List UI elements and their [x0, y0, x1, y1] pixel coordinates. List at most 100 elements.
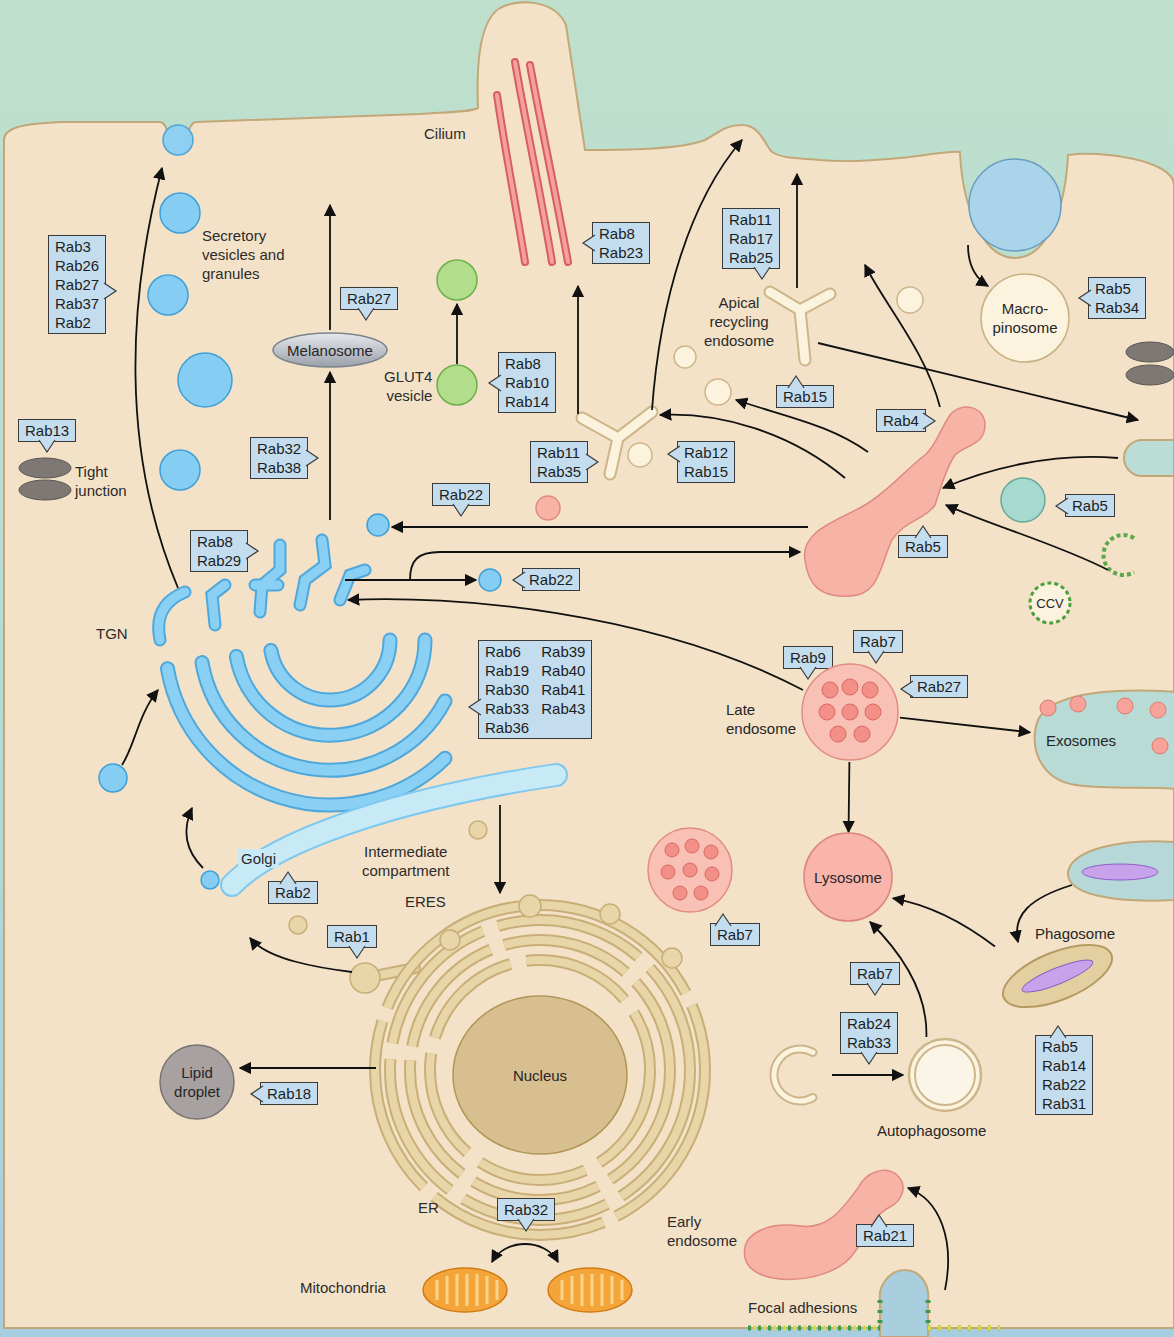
callout-pointer [667, 446, 680, 462]
intraluminal-vesicle [683, 863, 697, 877]
coated-pit [1103, 535, 1134, 575]
pointer-fill [280, 872, 296, 884]
pointer-outline [583, 235, 595, 251]
junction [1126, 365, 1174, 385]
pathway-connector [848, 762, 851, 832]
rab-callout: Rab22 [522, 568, 580, 591]
callout-pointer [280, 871, 296, 884]
callout-pointer [715, 913, 731, 926]
rab-name-list: Rab15 [783, 387, 827, 406]
pointer-fill [469, 699, 481, 715]
pointer-fill [868, 651, 884, 663]
nucleus-shape [453, 996, 627, 1154]
rab-callout: Rab8 Rab23 [592, 222, 650, 264]
pointer-outline [586, 454, 598, 470]
cisterna [168, 640, 446, 805]
endoplasmic-reticulum [365, 905, 705, 1235]
organelle-node: Exosomes [1030, 688, 1174, 793]
rab-callout: Rab18 [260, 1082, 318, 1105]
pointer-outline [306, 450, 318, 466]
rab-name-list: Rab6 Rab19 Rab30 Rab33 Rab36 [485, 642, 529, 737]
pointer-outline [788, 376, 804, 388]
pointer-outline [518, 1219, 534, 1231]
intraluminal-vesicle [673, 886, 687, 900]
junction [1126, 342, 1174, 362]
organelle-node: Autophagosome [907, 1037, 983, 1113]
intraluminal-vesicle [704, 845, 718, 859]
multivesicular-body [648, 828, 732, 912]
organelle-outline [995, 945, 1120, 1007]
rab-callout: Rab13 [18, 419, 76, 442]
intraluminal-vesicle [822, 682, 838, 698]
organelle-label: Mitochondria [300, 1278, 386, 1297]
pointer-outline [469, 699, 481, 715]
axoneme [530, 65, 568, 262]
small-vesicle [628, 443, 652, 467]
rab-name-list: Rab32 Rab38 [257, 439, 301, 477]
pointer-outline [251, 1086, 263, 1102]
rab-name-list: Rab8 Rab29 [197, 532, 241, 570]
rab-callout: Rab8 Rab10 Rab14 [498, 352, 556, 413]
pointer-fill [358, 308, 374, 320]
arrow [186, 808, 203, 868]
callout-pointer [923, 413, 936, 429]
pointer-fill [583, 235, 595, 251]
arrow [499, 805, 501, 893]
arrow [122, 690, 158, 765]
organelle-node: Lipid droplet [159, 1044, 235, 1120]
intraluminal-vesicles [661, 839, 719, 900]
particle [1019, 954, 1095, 997]
callout-pointer [39, 440, 55, 453]
macropinocytic-cup [969, 159, 1061, 251]
rab-callout: Rab11 Rab17 Rab25 [722, 208, 780, 269]
pointer-fill [39, 440, 55, 452]
rab-name-list: Rab4 [883, 411, 919, 430]
arrow [943, 457, 1118, 488]
arrow [456, 304, 458, 364]
rab-callout: Rab5 [1065, 494, 1115, 517]
rab-callout: Rab5 Rab34 [1088, 277, 1146, 319]
early-endosome [805, 407, 985, 596]
pathway-connector [893, 898, 995, 946]
small-vesicle [897, 287, 923, 313]
rab-callout: Rab24 Rab33 [840, 1012, 898, 1054]
callout-pointer [250, 1086, 263, 1102]
pointer-fill [754, 267, 770, 279]
pointer-fill [251, 1086, 263, 1102]
pointer-fill [668, 446, 680, 462]
pointer-outline [861, 1052, 877, 1064]
pointer-fill [246, 543, 258, 559]
rab-callout: Rab7 [853, 630, 903, 653]
recycling-endosome [582, 412, 652, 474]
pointer-outline [715, 914, 731, 926]
pointer-fill [489, 375, 501, 391]
organelle-label: Early endosome [667, 1212, 737, 1250]
rab-callout: Rab5 Rab14 Rab22 Rab31 [1035, 1035, 1093, 1115]
callout-pointer [868, 651, 884, 664]
rab-name-list: Rab8 Rab10 Rab14 [505, 354, 549, 411]
rab-name-list: Rab5 Rab34 [1095, 279, 1139, 317]
golgi-stack [159, 540, 556, 885]
pointer-outline [104, 283, 116, 299]
pointer-outline [1056, 498, 1068, 514]
organelle-name: Lipid droplet [174, 1063, 220, 1101]
intraluminal-vesicle [705, 867, 719, 881]
callout-pointer [358, 308, 374, 321]
callout-pointer [488, 375, 501, 391]
arrow [410, 552, 800, 580]
apical-recycling-endosome [770, 292, 830, 360]
secretory-vesicle [178, 353, 232, 407]
organelle-node: CCV [1028, 581, 1072, 625]
rab-name-list: Rab32 [504, 1200, 548, 1219]
rab-name-list: Rab5 Rab14 Rab22 Rab31 [1042, 1037, 1086, 1113]
rab-callout: Rab27 [910, 675, 968, 698]
rab-callout: Rab4 [876, 409, 926, 432]
rab-name-list: Rab27 [917, 677, 961, 696]
rab-callout: Rab7 [850, 962, 900, 985]
organelle-node: Macro- pinosome [980, 273, 1070, 363]
junction [19, 458, 71, 478]
callout-pointer [453, 504, 469, 517]
pointer-fill [901, 681, 913, 697]
organelle-node: Nucleus [452, 995, 628, 1155]
